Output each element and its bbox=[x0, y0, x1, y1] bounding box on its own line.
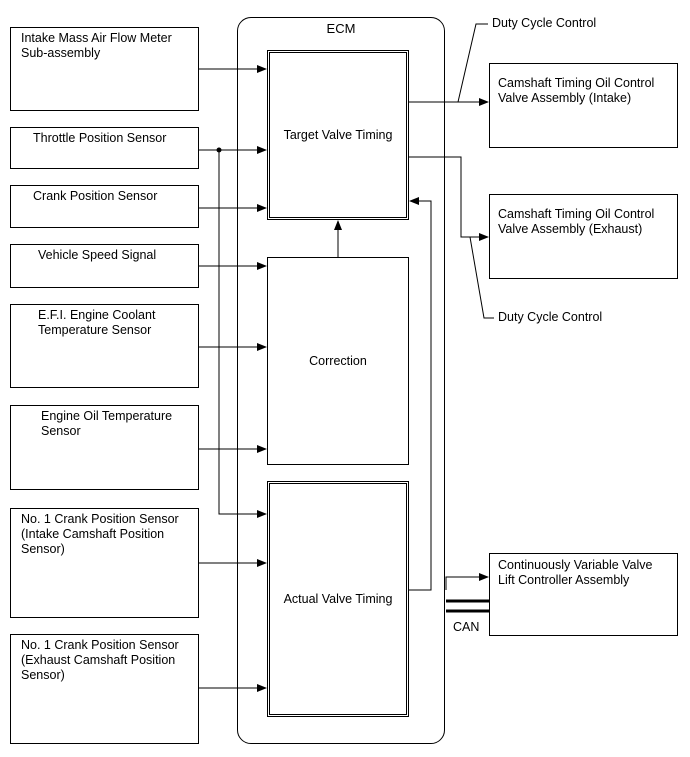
arrow-actual-to-cvvl bbox=[445, 573, 489, 590]
input-label-vehicle-speed: Vehicle Speed Signal bbox=[38, 248, 157, 262]
correction-block: Correction bbox=[267, 257, 409, 465]
input-box-throttle-position: Throttle Position Sensor bbox=[10, 127, 199, 169]
input-box-maf: Intake Mass Air Flow Meter Sub-assembly bbox=[10, 27, 199, 111]
input-label-coolant-temp: E.F.I. Engine Coolant Temperature Sensor bbox=[38, 308, 156, 337]
junction-dot bbox=[216, 147, 222, 153]
output-box-ocv-exhaust: Camshaft Timing Oil Control Valve Assemb… bbox=[489, 194, 678, 279]
input-box-exhaust-cam: No. 1 Crank Position Sensor (Exhaust Cam… bbox=[10, 634, 199, 744]
output-label-cvvl: Continuously Variable Valve Lift Control… bbox=[498, 558, 653, 587]
output-label-ocv-intake: Camshaft Timing Oil Control Valve Assemb… bbox=[498, 76, 655, 105]
duty-cycle-leader-bottom bbox=[469, 236, 494, 319]
target-valve-timing-block: Target Valve Timing bbox=[267, 50, 409, 220]
output-box-cvvl: Continuously Variable Valve Lift Control… bbox=[489, 553, 678, 636]
actual-valve-timing-block: Actual Valve Timing bbox=[267, 481, 409, 717]
arrow-target-to-ocv-exhaust bbox=[409, 156, 489, 241]
input-box-coolant-temp: E.F.I. Engine Coolant Temperature Sensor bbox=[10, 304, 199, 388]
arrow-tps-branch-to-actual bbox=[218, 150, 267, 518]
output-box-ocv-intake: Camshaft Timing Oil Control Valve Assemb… bbox=[489, 63, 678, 148]
input-box-intake-cam: No. 1 Crank Position Sensor (Intake Cams… bbox=[10, 508, 199, 618]
input-label-maf: Intake Mass Air Flow Meter Sub-assembly bbox=[21, 31, 172, 60]
duty-cycle-leader-top bbox=[457, 23, 488, 103]
duty-cycle-label-top: Duty Cycle Control bbox=[492, 16, 597, 30]
input-label-throttle-position: Throttle Position Sensor bbox=[33, 131, 167, 145]
arrow-actual-feedback-to-target bbox=[409, 197, 432, 591]
ecm-label: ECM bbox=[326, 21, 356, 36]
ecm-container: ECM bbox=[237, 17, 445, 744]
output-label-ocv-exhaust: Camshaft Timing Oil Control Valve Assemb… bbox=[498, 207, 655, 236]
input-box-oil-temp: Engine Oil Temperature Sensor bbox=[10, 405, 199, 490]
input-label-oil-temp: Engine Oil Temperature Sensor bbox=[41, 409, 173, 438]
input-box-crank-position: Crank Position Sensor bbox=[10, 185, 199, 228]
input-label-exhaust-cam: No. 1 Crank Position Sensor (Exhaust Cam… bbox=[21, 638, 179, 682]
input-box-vehicle-speed: Vehicle Speed Signal bbox=[10, 244, 199, 288]
correction-label: Correction bbox=[309, 354, 367, 368]
input-label-intake-cam: No. 1 Crank Position Sensor (Intake Cams… bbox=[21, 512, 179, 556]
duty-cycle-label-bottom: Duty Cycle Control bbox=[498, 310, 603, 324]
input-label-crank-position: Crank Position Sensor bbox=[33, 189, 158, 203]
can-label: CAN bbox=[453, 620, 480, 634]
target-valve-timing-label: Target Valve Timing bbox=[283, 128, 393, 142]
actual-valve-timing-label: Actual Valve Timing bbox=[283, 592, 393, 606]
